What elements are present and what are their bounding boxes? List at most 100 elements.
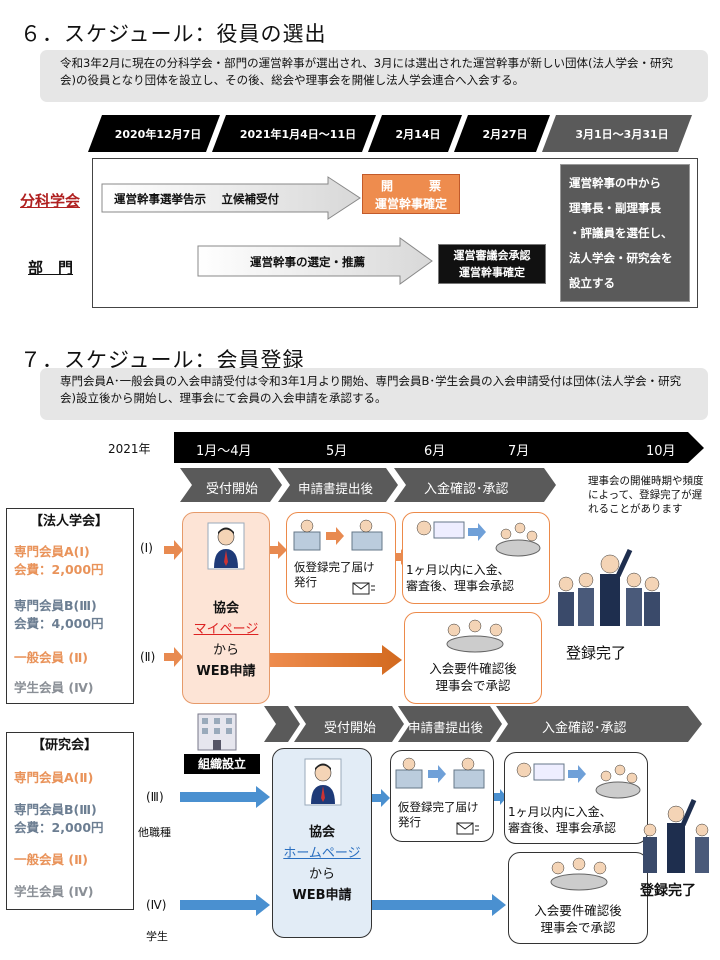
arrow-to-req-bottom [372,894,506,916]
pay-top-l2: 審査後、理事会承認 [406,579,515,593]
kenkyu-header: 【研究会】 [32,738,98,753]
req-top-l2: 理事会で承認 [435,678,511,693]
timeline-date-1: 2020年12月7日 [114,127,202,141]
tier-II-label: (Ⅱ) [140,650,156,664]
section6-note: 令和3年2月に現在の分科学会・部門の運営幹事が選出され、3月には選出された運営幹… [40,50,708,102]
mail-icon [352,582,375,595]
apply-bottom-l4: WEB申請 [292,888,352,903]
officer-line-3: ・評議員を選任し、 [569,226,673,240]
phase-chevrons-bottom [264,706,702,742]
apply-bottom-text: 協会 ホームページ から WEB申請 [272,822,372,906]
meeting-illustration-top [446,619,504,653]
payment-illustration-top [416,520,541,557]
month-timeline-bar [174,432,704,463]
arrow-tier-II-long [270,645,402,675]
req-top-l1: 入会要件確認後 [429,661,517,676]
mypage-link[interactable]: マイページ [193,622,259,637]
apply-bottom-l1: 協会 [308,825,335,840]
payment-illustration-bottom [516,762,641,799]
phase-bottom-1: 受付開始 [324,721,377,736]
section6-frame [92,158,698,308]
section7-note: 専門会員A･一般会員の入会申請受付は令和3年1月より開始、専門会員B･学生会員の… [40,368,708,420]
phase-top-2: 申請書提出後 [298,481,374,496]
month-2: 5月 [326,444,348,459]
vote-count-line1: 開 票 [380,179,441,193]
arrow-tier-I [164,540,183,560]
kenkyu-m2-fee: 会費：2,000円 [14,820,104,835]
req-bottom-l2: 理事会で承認 [540,920,616,935]
other-job-label: 他職種 [138,826,171,839]
prov-bottom-l2: 発行 [398,815,421,829]
apply-top-l1: 協会 [212,601,239,616]
houjin-m2-fee: 会費：4,000円 [14,616,104,631]
council-approval-line2: 運営幹事確定 [459,266,525,279]
apply-top-l3: から [212,643,239,658]
council-approval-line1: 運営審議会承認 [453,249,531,262]
provisional-text-bottom: 仮登録完了届け 発行 [398,800,479,830]
provisional-illustration-top [293,519,383,551]
phase-top-3: 入金確認･承認 [424,482,509,497]
phase-bottom-2: 申請書提出後 [408,720,484,735]
homepage-link[interactable]: ホームページ [283,846,361,861]
arrow-to-pay-bottom [494,789,507,805]
requirement-text-bottom: 入会要件確認後 理事会で承認 [508,902,648,936]
officer-line-2: 理事長・副理事長 [569,201,661,215]
houjin-m4-name: 学生会員 (Ⅳ) [14,680,94,695]
done-bottom: 登録完了 [640,883,696,899]
arrow-to-pay-top [396,549,407,565]
section6-title: ６．スケジュール：役員の選出 [20,22,327,46]
phase-bottom-3: 入金確認･承認 [542,721,627,736]
arrow-selection-text: 運営幹事の選定・推薦 [250,255,365,269]
officer-line-4: 法人学会・研究会を [569,251,673,265]
arrow-election-text: 運営幹事選挙告示 立候補受付 [114,192,280,206]
person-icon-bottom [304,758,342,806]
officer-line-5: 設立する [569,276,615,290]
kenkyu-m2-name: 専門会員B(Ⅲ) [14,802,97,817]
timeline-date-2: 2021年1月4日～11日 [239,127,357,141]
apply-top-text: 協会 マイページ から WEB申請 [182,598,270,682]
kenkyu-member-box [6,732,134,910]
arrow-to-prov-bottom [372,789,390,807]
section6-timeline [88,115,692,152]
student-label: 学生 [146,930,168,943]
payment-text-top: 1ヶ月以内に入金、 審査後、理事会承認 [406,562,514,594]
provisional-text-top: 仮登録完了届け 発行 [294,560,375,590]
payment-text-bottom: 1ヶ月以内に入金、 審査後、理事会承認 [508,804,616,836]
pay-bottom-l1: 1ヶ月以内に入金、 [508,805,612,819]
arrow-tier-III [180,786,270,808]
provisional-illustration-bottom [395,757,485,789]
req-bottom-l1: 入会要件確認後 [534,903,622,918]
timeline-date-4: 2月27日 [482,127,528,141]
tier-I-label: (Ⅰ) [140,541,153,555]
vote-count-line2: 運営幹事確定 [374,197,447,211]
row-label-bunka: 分科学会 [20,192,81,210]
phase-top-1: 受付開始 [206,482,259,497]
delay-side-note: 理事会の開催時期や頻度によって、登録完了が遅れることがあります [588,475,704,515]
timeline-date-5: 3月1日～3月31日 [575,127,669,141]
arrow-selection [197,237,433,285]
done-top: 登録完了 [566,644,627,662]
council-approval-box: 運営審議会承認 運営幹事確定 [438,244,546,284]
month-5: 10月 [646,444,676,459]
tier-III-label: (Ⅲ) [146,790,164,804]
tier-IV-label: (Ⅳ) [146,898,167,912]
row-label-bumon: 部 門 [28,259,74,277]
apply-bottom-l3: から [308,867,335,882]
prov-top-l1: 仮登録完了届け [294,560,375,574]
kenkyu-m4-name: 学生会員 (Ⅳ) [14,884,94,899]
apply-top-l4: WEB申請 [196,664,256,679]
kenkyu-m1-name: 専門会員A(Ⅱ) [14,770,94,785]
org-setup-label: 組織設立 [184,754,260,774]
phase-chevrons-top [180,468,556,502]
group-celebration-top [558,548,660,626]
prov-bottom-l1: 仮登録完了届け [398,800,479,814]
houjin-m1-fee: 会費：2,000円 [14,562,104,577]
vote-count-box: 開 票 運営幹事確定 [362,174,460,214]
officer-line-1: 運営幹事の中から [569,176,661,190]
arrow-to-prov-top [270,541,287,559]
houjin-header: 【法人学会】 [30,514,109,529]
houjin-m1-name: 専門会員A(Ⅰ) [14,544,90,559]
houjin-m2-name: 専門会員B(Ⅲ) [14,598,97,613]
houjin-m3-name: 一般会員 (Ⅱ) [14,650,89,665]
year-label: 2021年 [108,442,151,456]
